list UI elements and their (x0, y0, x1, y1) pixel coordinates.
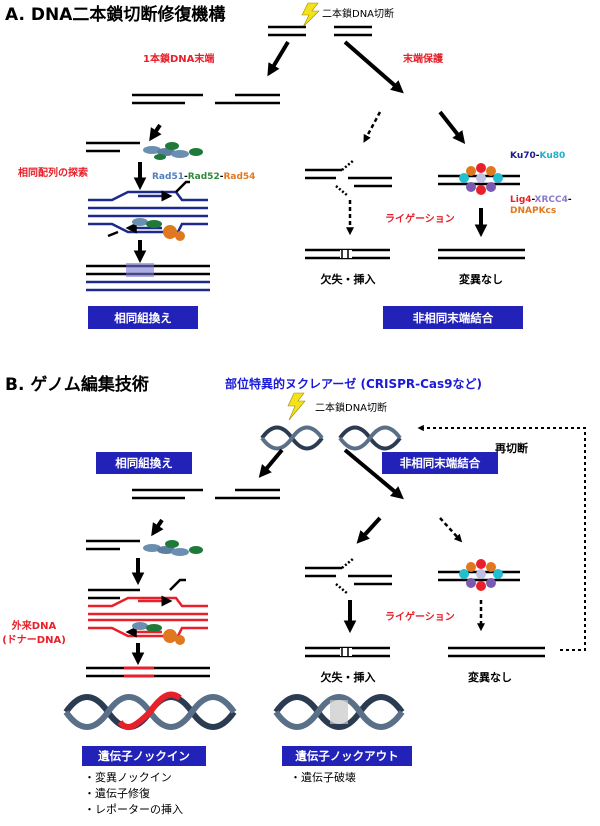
repaired-dna-b (86, 666, 210, 678)
knockin-box (82, 746, 206, 766)
rad-labels: Rad51-Rad52-Rad54 (152, 172, 255, 182)
resection-label: 1本鎖DNA末端 (143, 52, 214, 65)
repaired-dna-a (86, 263, 210, 292)
knockin-helix (63, 691, 237, 731)
cut-dna-helix-b (260, 425, 402, 451)
lightning-icon-b (287, 392, 306, 421)
dsb-label-b: 二本鎖DNA切断 (315, 401, 387, 414)
lightning-icon (301, 2, 320, 28)
no-change-label-a: 変異なし (459, 272, 503, 286)
recut-dotted-arrow (417, 424, 586, 651)
hr-box-a-label: 相同組換え (114, 311, 172, 325)
arrow-to-protection (343, 40, 404, 94)
arrow-hr-b (258, 448, 284, 478)
xrcc4-label: XRCC4 (535, 195, 568, 205)
section-a-title: A. DNA二本鎖切断修復機構 (5, 4, 225, 25)
indel-result-b (305, 646, 390, 658)
protection-label: 末端保護 (403, 52, 444, 65)
knockout-box (282, 746, 412, 766)
hr-box-b (96, 452, 192, 474)
donor-label-2: (ドナーDNA) (2, 634, 66, 646)
resected-ends-b (132, 488, 280, 500)
arrow-nhej-a-dotted (363, 111, 382, 143)
lig4-label: Lig4 (510, 195, 532, 205)
knockout-helix (273, 694, 405, 730)
indel-dna-b (305, 557, 392, 595)
donor-label-1: 外来DNA (11, 619, 57, 632)
ku-complex-a (438, 163, 520, 195)
rad54-label: Rad54 (223, 172, 255, 182)
indel-dna-a (305, 159, 392, 197)
arrow-nhej-b-solid (356, 516, 382, 544)
d-loop-b-top (88, 578, 186, 600)
ku-labels: Ku70-Ku80 (510, 151, 565, 161)
ku-sep: - (536, 151, 540, 161)
nuclease-label: 部位特異的ヌクレアーゼ (CRISPR-Cas9など) (225, 376, 482, 391)
rad51-filament-b (86, 539, 203, 556)
knockout-bullet-1: ・遺伝子破壊 (290, 770, 356, 784)
broken-dna-top (268, 25, 372, 37)
d-loop-a (88, 190, 208, 234)
homology-search-label: 相同配列の探索 (18, 166, 88, 179)
section-b-title: B. ゲノム編集技術 (5, 374, 149, 395)
hr-box-b-label: 相同組換え (115, 456, 173, 470)
arrow-to-resection (267, 40, 290, 77)
arrow-nhej-b-dotted (439, 517, 463, 543)
knockin-bullet-2: ・遺伝子修復 (84, 786, 150, 800)
arrow-hr-a1 (149, 123, 162, 142)
indel-result-a (305, 248, 390, 260)
ku-complex-b (438, 559, 520, 591)
dsb-label-a: 二本鎖DNA切断 (322, 7, 394, 20)
ligation-label-b: ライゲーション (385, 610, 455, 623)
d-loop-b (88, 595, 208, 638)
rad-proteins-a (132, 218, 185, 241)
ku70-label: Ku70 (510, 151, 536, 161)
knockin-bullet-1: ・変異ノックイン (84, 770, 172, 784)
hr-box-a (88, 306, 198, 329)
lig-sep-2: - (568, 195, 572, 205)
nhej-box-b-label: 非相同末端結合 (400, 456, 481, 470)
arrow-nhej-a-solid (438, 110, 466, 145)
rad52-label: Rad52 (188, 172, 220, 182)
rad-proteins-b (132, 622, 185, 645)
lig-sep: - (532, 195, 536, 205)
ku80-label: Ku80 (540, 151, 566, 161)
arrow-nhej-b (343, 448, 404, 500)
no-change-label-b: 変異なし (468, 670, 512, 684)
dnapkcs-label: DNAPKcs (510, 206, 556, 216)
rad51-label: Rad51 (152, 172, 184, 182)
rad-sep-2: - (220, 172, 224, 182)
lig-labels: Lig4-XRCC4- (510, 195, 572, 205)
knockin-box-label: 遺伝子ノックイン (97, 749, 190, 763)
nhej-box-a-label: 非相同末端結合 (413, 311, 494, 325)
arrow-hr-b1 (151, 518, 164, 537)
indel-label-b: 欠失・挿入 (321, 670, 376, 684)
ligation-label-a: ライゲーション (385, 212, 455, 225)
d-loop-a-ends (107, 180, 190, 238)
nhej-box-b (382, 452, 498, 474)
rad-sep-1: - (184, 172, 188, 182)
rad51-filament-a (86, 141, 203, 160)
knockin-bullet-3: ・レポーターの挿入 (84, 802, 183, 816)
knockout-box-label: 遺伝子ノックアウト (294, 749, 398, 763)
resected-ends (132, 93, 280, 105)
recut-label: 再切断 (495, 441, 528, 455)
nhej-box-a (383, 306, 523, 329)
indel-label-a: 欠失・挿入 (321, 272, 376, 286)
